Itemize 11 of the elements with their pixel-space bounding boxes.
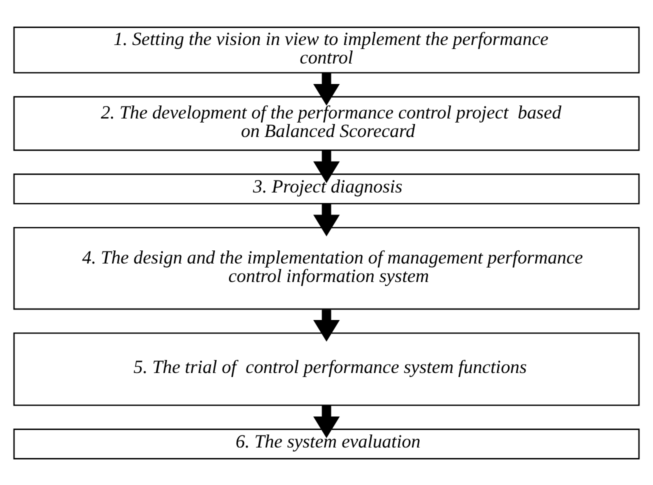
node-box: 6. The system evaluation: [13, 428, 640, 459]
arrow: [313, 72, 340, 106]
arrow: [313, 309, 340, 342]
arrow: [313, 150, 340, 183]
node-box: 2. The development of the performance control project based on Balanced Scorecard: [13, 96, 640, 150]
node-box: 5. The trial of control performance system functions: [13, 332, 640, 406]
arrow: [313, 203, 340, 236]
arrow: [313, 404, 340, 438]
node-box: 3. Project diagnosis: [13, 173, 640, 204]
node-box: 1. Setting the vision in view to implement the performance control: [13, 26, 640, 73]
node-box: 4. The design and the implementation of management performance control information system: [13, 226, 640, 310]
